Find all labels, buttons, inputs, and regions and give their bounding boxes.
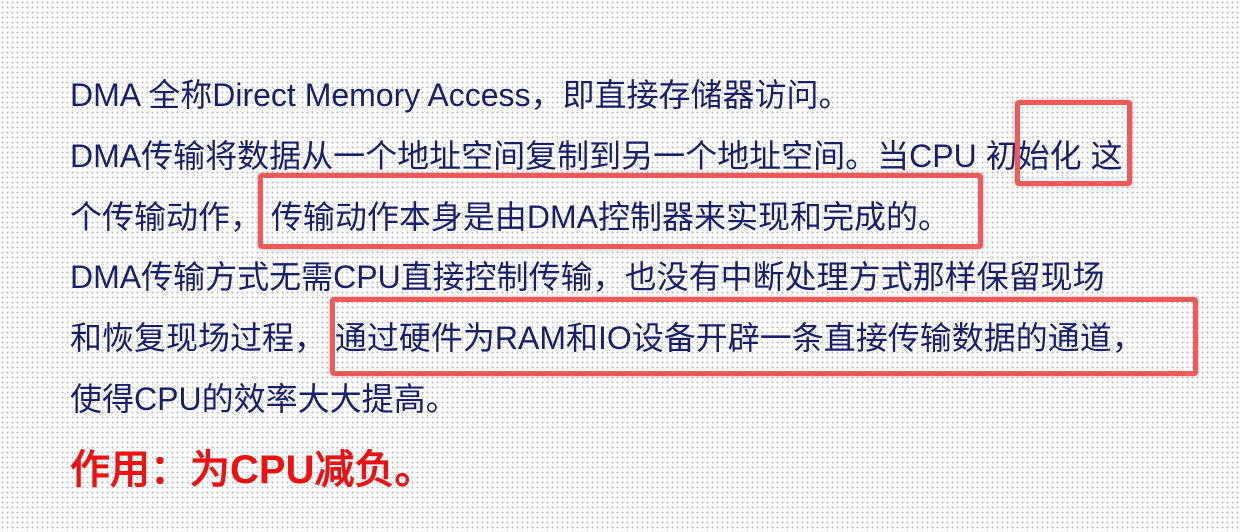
highlight-box-dma-controller — [258, 173, 983, 249]
paragraph-line-5: 和恢复现场过程， 通过硬件为RAM和IO设备开辟一条直接传输数据的通道， — [70, 320, 1144, 356]
conclusion-text: 作用：为CPU减负。 — [70, 448, 435, 492]
paragraph-line-3: 个传输动作， 传输动作本身是由DMA控制器来实现和完成的。 — [70, 199, 951, 235]
paragraph-line-1: DMA 全称Direct Memory Access，即直接存储器访问。 — [70, 77, 851, 113]
paragraph-line-2: DMA传输将数据从一个地址空间复制到另一个地址空间。当CPU 初始化 这 — [70, 138, 1123, 174]
highlight-box-direct-channel — [330, 297, 1198, 376]
paragraph-line-4: DMA传输方式无需CPU直接控制传输，也没有中断处理方式那样保留现场 — [70, 259, 1105, 295]
paragraph-line-6: 使得CPU的效率大大提高。 — [70, 381, 458, 417]
highlight-box-initialize — [1015, 100, 1132, 186]
